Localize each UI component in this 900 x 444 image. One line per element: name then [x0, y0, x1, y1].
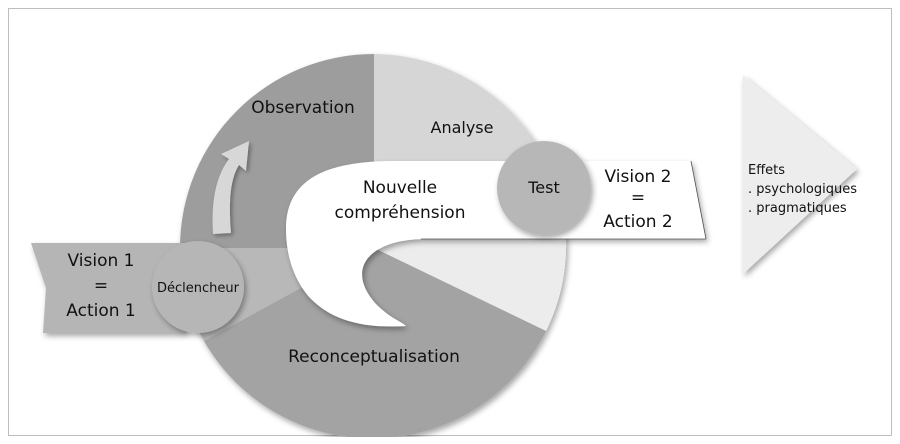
- effets-item: . psychologiques: [748, 182, 857, 197]
- effets-item: . pragmatiques: [748, 201, 847, 216]
- vision1-box: [31, 243, 186, 333]
- vision1-line2: =: [94, 276, 108, 296]
- vision2-line2: =: [631, 188, 645, 208]
- label-center-line1: Nouvelle: [363, 178, 437, 198]
- label-center-line2: compréhension: [335, 203, 466, 223]
- declencheur-node: [152, 241, 244, 333]
- cycle-diagram: Observation Analyse Reconceptualisation …: [31, 54, 857, 437]
- effets-title: Effets: [748, 163, 785, 178]
- label-analyse: Analyse: [431, 118, 494, 137]
- test-node: [497, 141, 591, 235]
- diagram-frame: Observation Analyse Reconceptualisation …: [8, 8, 892, 437]
- vision1-line3: Action 1: [66, 301, 135, 321]
- center-swoosh: [286, 161, 706, 327]
- label-reconceptualisation: Reconceptualisation: [288, 347, 460, 367]
- vision1-line1: Vision 1: [68, 251, 135, 271]
- sector-reconceptualisation: [204, 248, 546, 437]
- effects-triangle: [743, 75, 857, 274]
- label-declencheur: Déclencheur: [157, 281, 240, 296]
- label-observation: Observation: [251, 98, 355, 118]
- label-test: Test: [527, 178, 560, 197]
- vision2-line1: Vision 2: [605, 167, 672, 187]
- curved-arrow-icon: [212, 141, 249, 234]
- vision2-line3: Action 2: [603, 212, 672, 232]
